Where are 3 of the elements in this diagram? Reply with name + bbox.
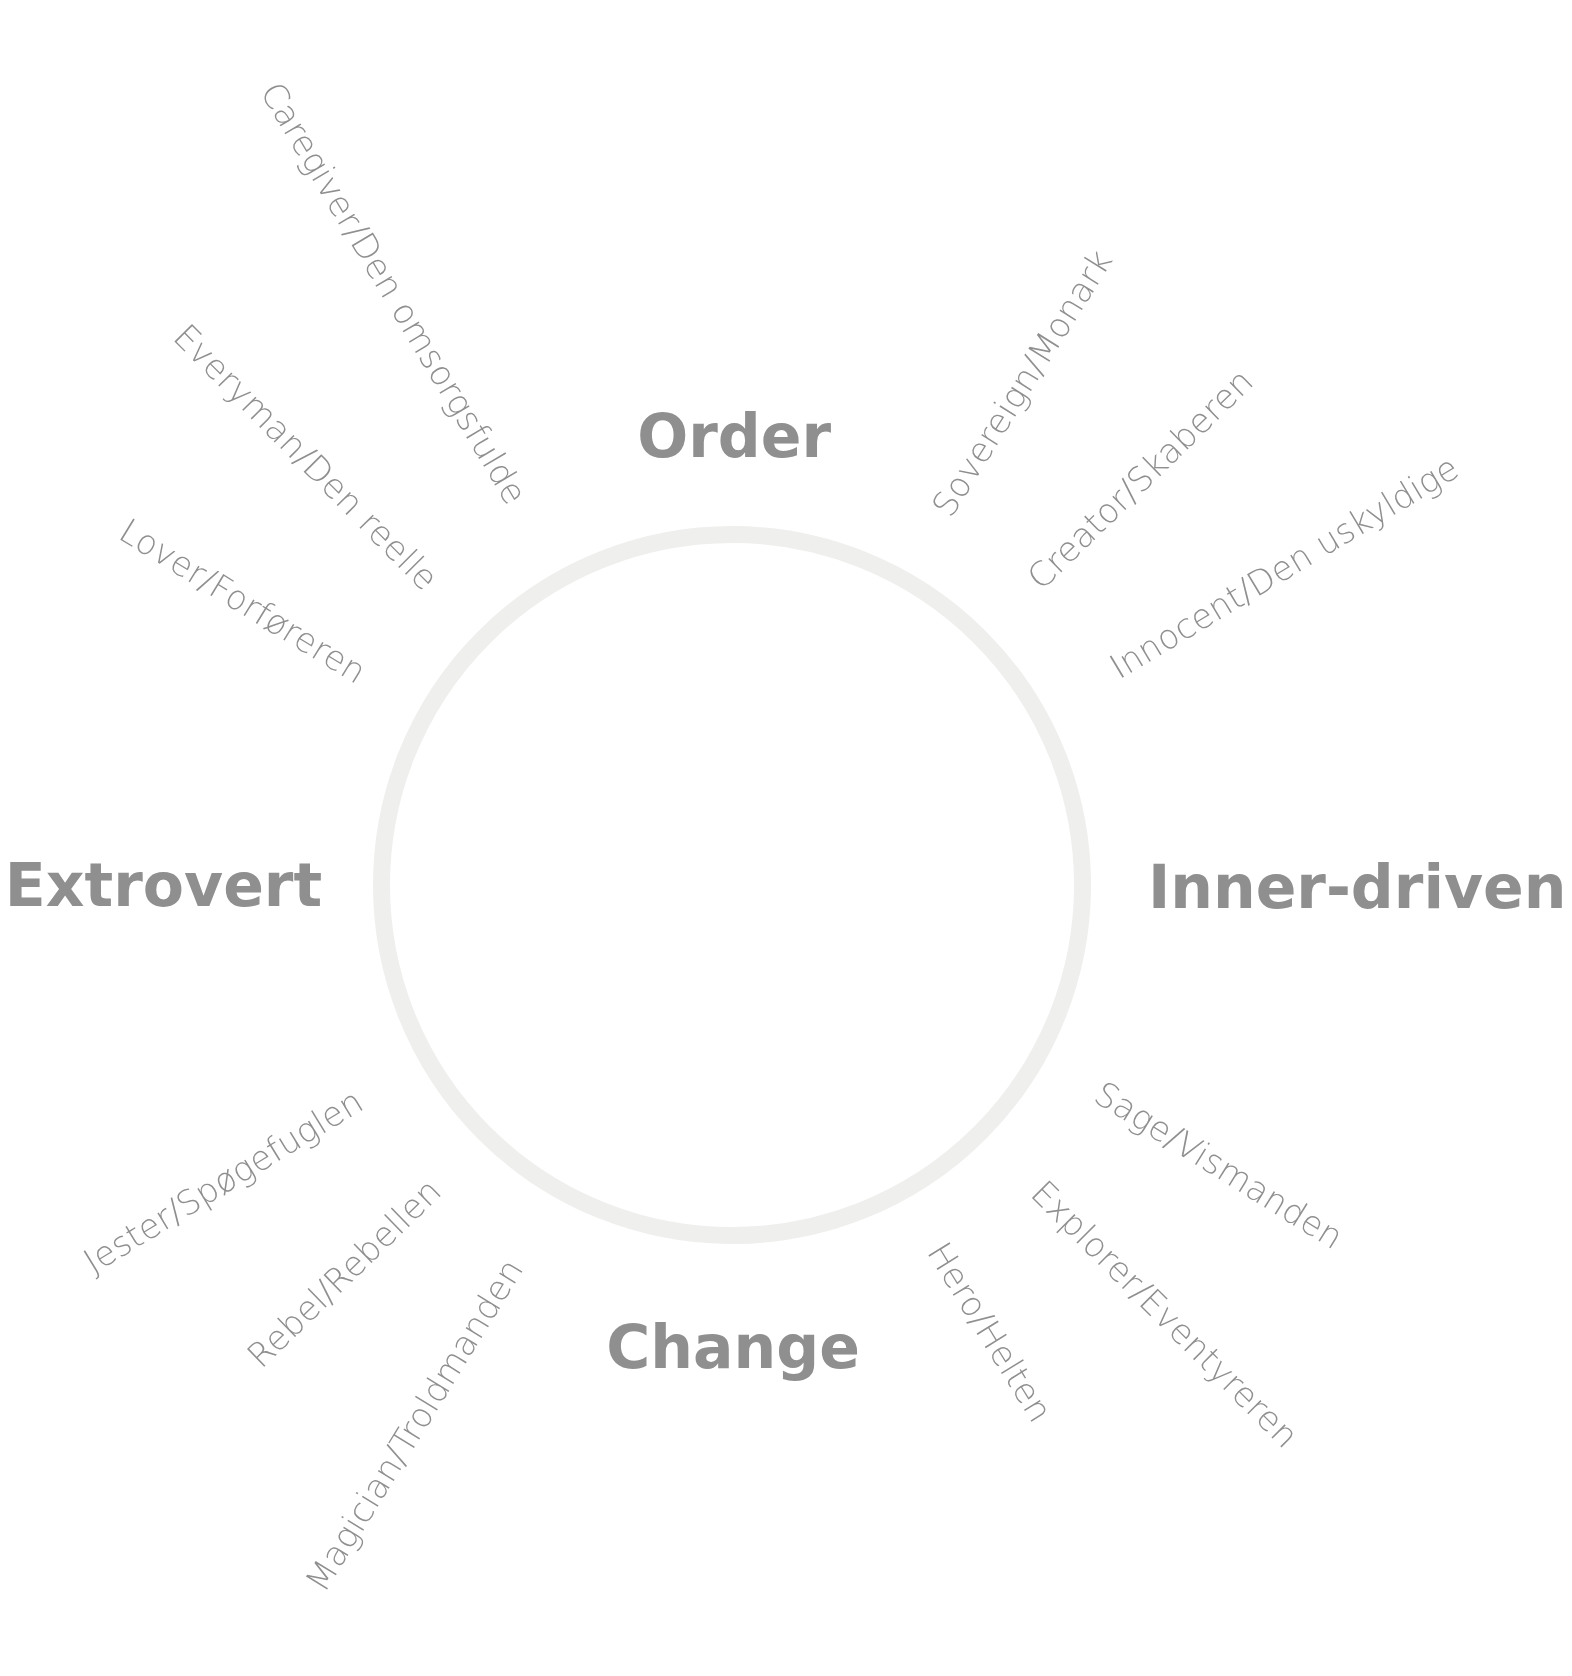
axis-heading: Order (637, 406, 832, 466)
axis-heading: Inner-driven (1147, 857, 1567, 917)
axis-heading: Extrovert (4, 854, 323, 915)
